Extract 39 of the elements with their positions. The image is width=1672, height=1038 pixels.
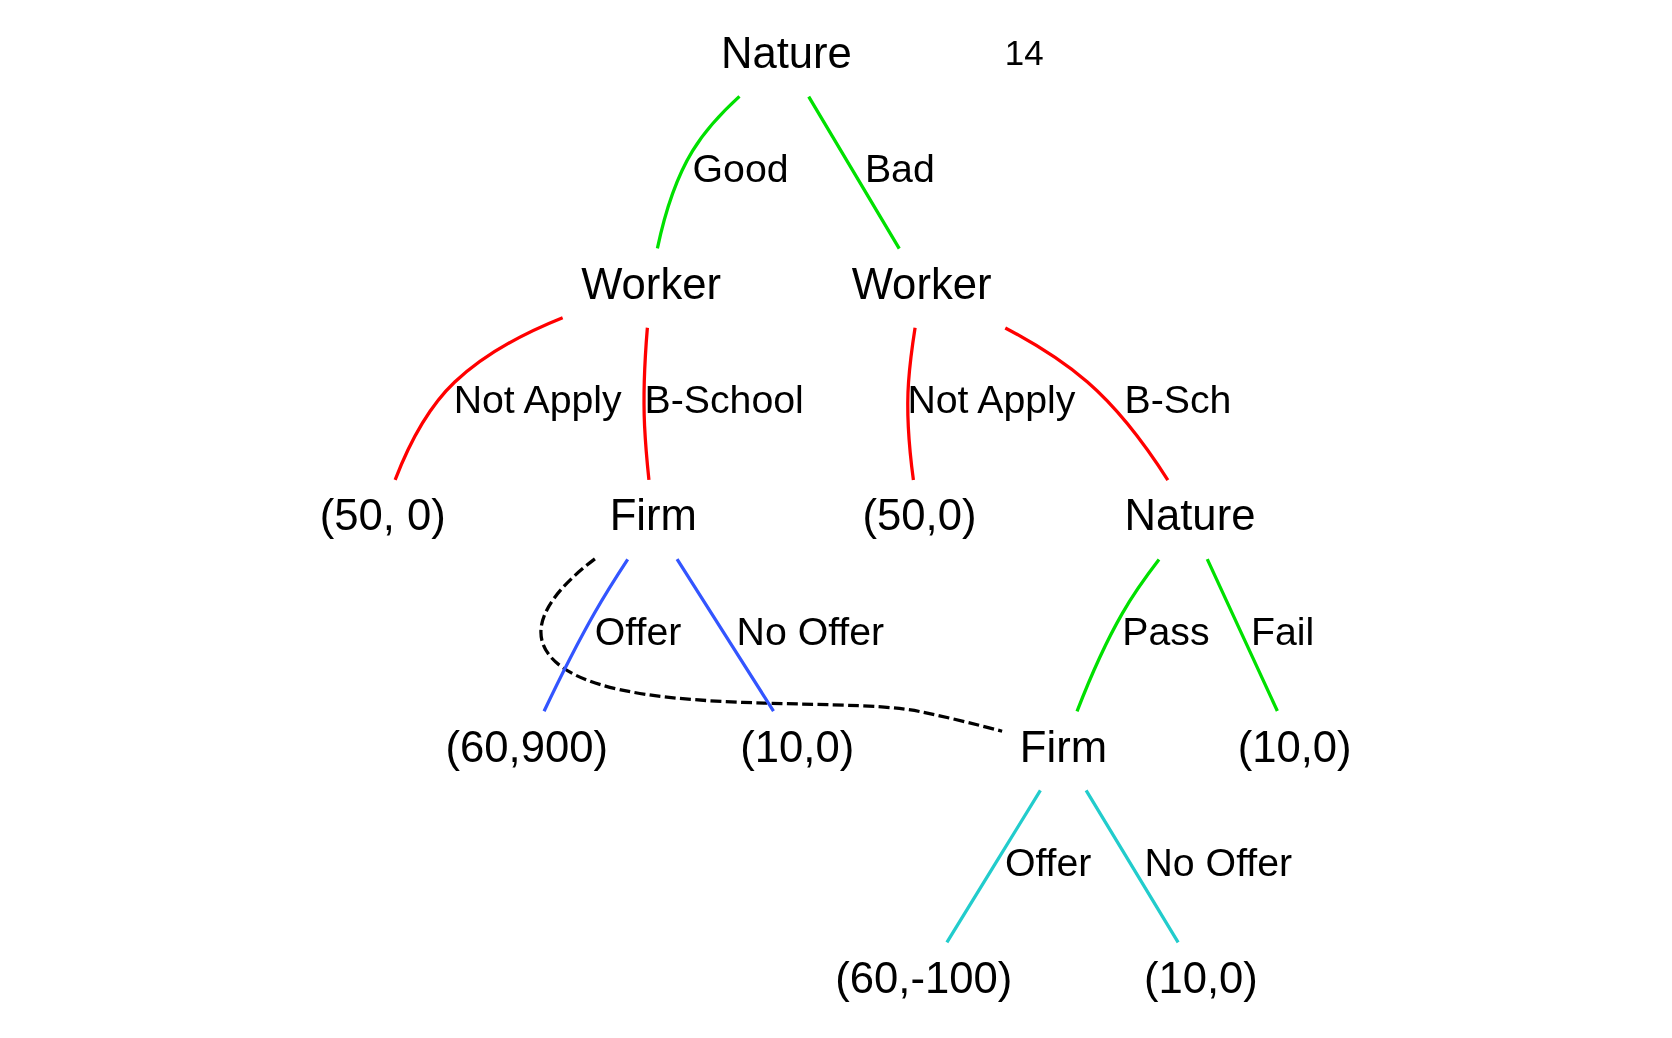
- connector: [539, 557, 1003, 733]
- connector: [542, 558, 630, 712]
- edge-label: Not Apply: [907, 376, 1076, 421]
- node-text: (60,900): [445, 722, 608, 771]
- edge-label: No Offer: [1144, 839, 1293, 884]
- edge-label: Offer: [594, 608, 682, 653]
- node-text: (10,0): [1143, 953, 1258, 1002]
- node-text: Nature: [720, 28, 852, 77]
- node-text: Firm: [1019, 722, 1108, 771]
- node-text: Worker: [581, 259, 721, 308]
- edge-label: Good: [692, 145, 789, 190]
- connector: [393, 315, 564, 480]
- node-text: Firm: [609, 490, 697, 539]
- node-text: (50, 0): [319, 490, 446, 539]
- edge-label: B-Sch: [1124, 376, 1232, 421]
- node-text: (10,0): [740, 722, 855, 771]
- connector: [1004, 326, 1170, 481]
- node-text: (60,-100): [835, 953, 1013, 1002]
- edge-label: B-School: [644, 376, 804, 421]
- edge-label: Bad: [864, 145, 935, 190]
- connector: [655, 94, 741, 249]
- connector: [1205, 557, 1279, 712]
- edge-label: No Offer: [736, 608, 885, 653]
- connector: [906, 327, 917, 480]
- label: 14: [1004, 32, 1044, 72]
- connector: [945, 789, 1042, 943]
- edge-label: Not Apply: [453, 376, 622, 421]
- edge-label: Offer: [1004, 839, 1092, 884]
- connector: [642, 327, 651, 480]
- edge-label: Pass: [1122, 608, 1210, 653]
- node-text: Worker: [851, 259, 992, 308]
- connector: [807, 95, 901, 249]
- node-text: (50,0): [862, 490, 977, 539]
- node-text: Nature: [1124, 490, 1256, 539]
- connector: [1084, 789, 1180, 943]
- connector: [675, 557, 775, 712]
- connector: [1075, 558, 1161, 712]
- node-text: (10,0): [1237, 722, 1352, 771]
- edge-label: Fail: [1251, 608, 1315, 653]
